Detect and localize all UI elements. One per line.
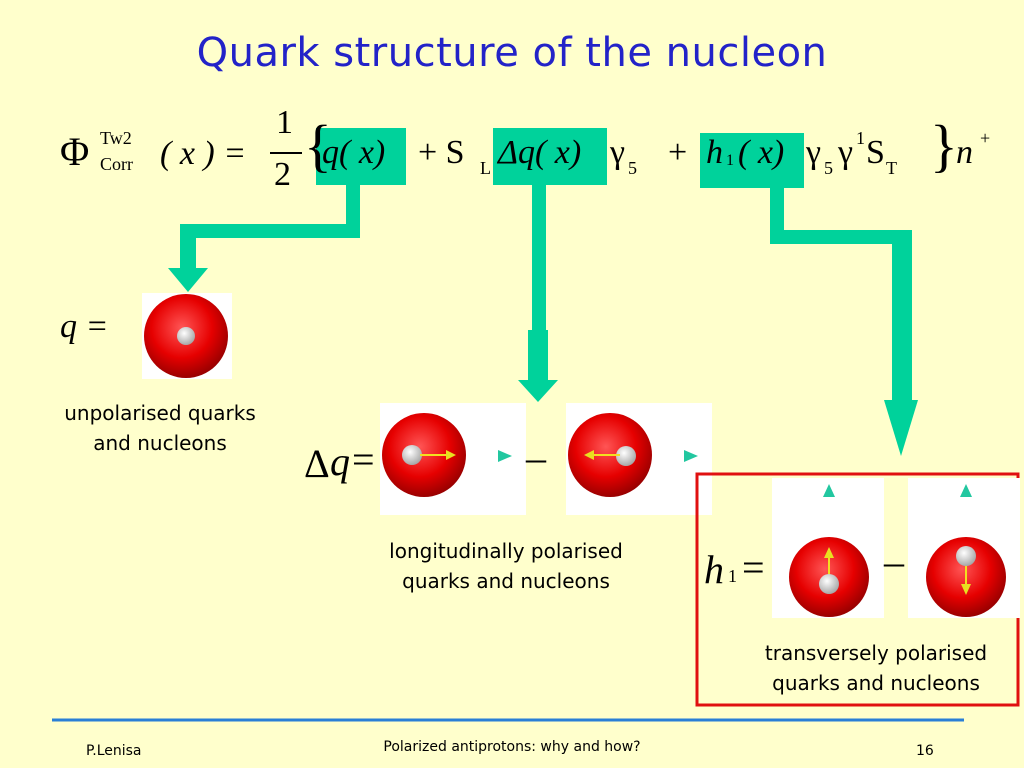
transverse-quark-2 bbox=[956, 546, 976, 566]
transverse-quark-1 bbox=[819, 574, 839, 594]
formula-term-delta-q: Δq( x) bbox=[498, 134, 582, 171]
footer-page-number: 16 bbox=[916, 743, 934, 759]
unpolarised-quark bbox=[177, 327, 195, 345]
caption-transverse-line2: quarks and nucleons bbox=[772, 671, 980, 695]
highlight-h1 bbox=[700, 133, 804, 188]
caption-unpolarised-line1: unpolarised quarks bbox=[64, 401, 256, 425]
formula-sub-l: L bbox=[480, 158, 491, 178]
formula-plus-sl: + S bbox=[418, 134, 465, 171]
formula-five-b: 5 bbox=[824, 158, 833, 178]
h1-label-sub: 1 bbox=[728, 566, 737, 586]
formula-close-brace: } bbox=[930, 113, 958, 178]
footer-talk-title: Polarized antiprotons: why and how? bbox=[383, 739, 641, 755]
formula-plus2: + bbox=[668, 134, 688, 171]
formula-term-h: h bbox=[706, 134, 723, 171]
formula-phi: Φ bbox=[60, 129, 90, 174]
formula-s-t: S bbox=[866, 134, 885, 171]
delta-q-delta: Δ bbox=[304, 441, 330, 486]
caption-unpolarised-line2: and nucleons bbox=[93, 431, 227, 455]
longitudinal-quark-1 bbox=[402, 445, 422, 465]
slide-title: Quark structure of the nucleon bbox=[196, 30, 828, 76]
h1-minus: – bbox=[884, 539, 904, 584]
formula-sup-tw2: Tw2 bbox=[100, 128, 132, 148]
delta-q-eq: = bbox=[352, 437, 375, 482]
q-label: q = bbox=[60, 308, 109, 345]
caption-longitudinal: longitudinally polarised quarks and nucl… bbox=[356, 536, 656, 596]
delta-q-q: q bbox=[330, 439, 350, 484]
caption-longitudinal-line2: quarks and nucleons bbox=[402, 569, 610, 593]
footer-author: P.Lenisa bbox=[86, 743, 142, 759]
formula-frac-den: 2 bbox=[274, 156, 291, 193]
highlight-delta-q bbox=[493, 128, 607, 185]
formula-term-h-arg: ( x) bbox=[738, 134, 785, 171]
arrow-to-unpolarised bbox=[168, 185, 360, 292]
formula-frac-num: 1 bbox=[276, 104, 293, 141]
formula-five-a: 5 bbox=[628, 158, 637, 178]
formula-lhs-arg: ( x ) = bbox=[160, 135, 247, 172]
h1-label-h: h bbox=[704, 547, 724, 592]
formula-term-q: q( x) bbox=[322, 134, 386, 171]
formula-sup-1: 1 bbox=[856, 128, 865, 148]
arrow-to-longitudinal bbox=[518, 185, 558, 402]
formula-sup-plus: + bbox=[980, 128, 991, 148]
formula-n: n bbox=[956, 134, 973, 171]
caption-unpolarised: unpolarised quarks and nucleons bbox=[40, 398, 280, 458]
formula-gamma-c: γ bbox=[838, 134, 854, 171]
h1-label-eq: = bbox=[742, 545, 765, 590]
longitudinal-quark-2 bbox=[616, 446, 636, 466]
arrow-to-transverse bbox=[770, 188, 918, 456]
formula-gamma-tail: γ bbox=[806, 134, 822, 171]
formula-gamma5-a: γ bbox=[610, 134, 626, 171]
formula-term-h-sub: 1 bbox=[726, 152, 734, 169]
caption-transverse-line1: transversely polarised bbox=[764, 641, 988, 665]
highlight-q bbox=[316, 128, 406, 185]
formula-sub-corr: Corr bbox=[100, 154, 133, 174]
formula-sub-t: T bbox=[886, 158, 897, 178]
formula-frac-bar bbox=[270, 152, 302, 154]
caption-longitudinal-line1: longitudinally polarised bbox=[389, 539, 623, 563]
formula-open-brace: { bbox=[304, 113, 332, 178]
caption-transverse: transversely polarised quarks and nucleo… bbox=[736, 638, 1016, 698]
delta-q-minus: – bbox=[526, 435, 546, 480]
